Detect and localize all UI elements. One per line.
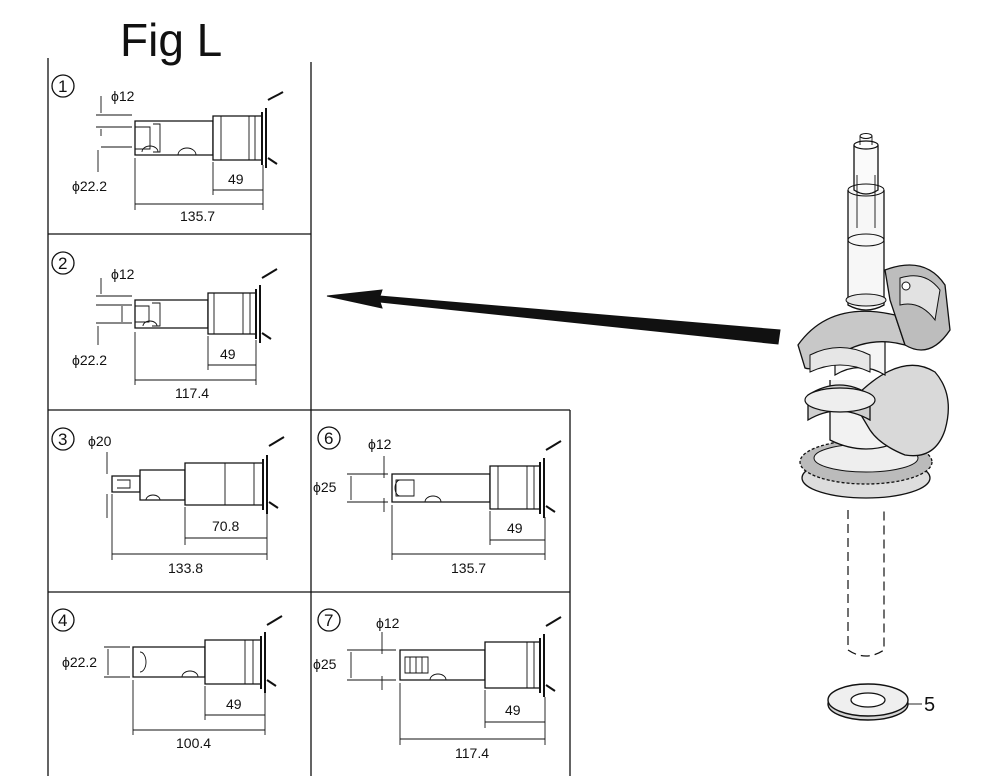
arrow-left-icon <box>326 289 781 345</box>
dimension-lines <box>347 456 546 560</box>
shaft-end-drawing <box>111 436 285 514</box>
variant-number-circle <box>317 426 341 450</box>
dim-length-a: 49 <box>220 346 236 362</box>
dim-small-diameter: ϕ12 <box>368 436 392 452</box>
dim-length-a: 49 <box>505 702 521 718</box>
dim-large-diameter: ϕ22.2 <box>62 654 97 670</box>
dim-length-a: 49 <box>228 171 244 187</box>
dimension-lines <box>347 632 546 745</box>
variant-number-circle <box>51 608 75 632</box>
dim-total-length: 135.7 <box>451 560 486 576</box>
dimension-lines <box>106 452 268 560</box>
panel-variant-7: 7 ϕ12 ϕ25 49 117.4 <box>313 608 562 761</box>
variant-number: 6 <box>324 429 333 448</box>
dim-large-diameter: ϕ25 <box>313 656 337 672</box>
panel-grid <box>47 58 571 776</box>
shaft-end-drawing <box>132 615 283 693</box>
dim-small-diameter: ϕ12 <box>111 266 135 282</box>
washer-icon <box>827 683 922 721</box>
dim-total-length: 117.4 <box>175 385 209 401</box>
variant-number: 7 <box>324 611 333 630</box>
dim-small-diameter: ϕ20 <box>88 433 112 449</box>
variant-number-circle <box>51 74 75 98</box>
panel-variant-2: 2 ϕ12 ϕ22.2 49 117.4 <box>51 251 278 401</box>
variant-number: 4 <box>58 611 67 630</box>
dimension-lines <box>96 278 257 385</box>
dimension-lines <box>96 96 264 210</box>
panel-variant-6: 6 ϕ12 ϕ25 49 135.7 <box>313 426 562 576</box>
dim-length-a: 49 <box>507 520 523 536</box>
shaft-end-drawing <box>134 91 284 168</box>
dim-large-diameter: ϕ25 <box>313 479 337 495</box>
dim-length-a: 49 <box>226 696 242 712</box>
dim-small-diameter: ϕ12 <box>376 615 400 631</box>
dim-large-diameter: ϕ22.2 <box>72 352 107 368</box>
shaft-end-drawing <box>399 616 562 697</box>
variant-number-circle <box>51 251 75 275</box>
washer-callout: 5 <box>924 694 935 716</box>
dim-total-length: 117.4 <box>455 745 489 761</box>
panel-variant-3: 3 ϕ20 70.8 133.8 <box>51 427 285 576</box>
variant-number-circle <box>317 608 341 632</box>
panel-variant-4: 4 ϕ22.2 49 100.4 <box>51 608 283 751</box>
panel-variant-1: 1 ϕ12 ϕ22.2 49 13 <box>51 74 284 224</box>
dim-total-length: 135.7 <box>180 208 215 224</box>
shaft-end-drawing <box>134 268 278 343</box>
shaft-end-drawing <box>391 440 562 518</box>
dimension-lines <box>104 646 266 735</box>
crankshaft-icon <box>797 133 951 657</box>
variant-number: 3 <box>58 430 67 449</box>
variant-number-circle <box>51 427 75 451</box>
dim-length-a: 70.8 <box>212 518 239 534</box>
dim-total-length: 100.4 <box>176 735 211 751</box>
variant-number: 2 <box>58 254 67 273</box>
dim-small-diameter: ϕ12 <box>111 88 135 104</box>
dim-total-length: 133.8 <box>168 560 203 576</box>
dim-large-diameter: ϕ22.2 <box>72 178 107 194</box>
variant-number: 1 <box>58 77 67 96</box>
figure-title: Fig L <box>120 14 222 66</box>
